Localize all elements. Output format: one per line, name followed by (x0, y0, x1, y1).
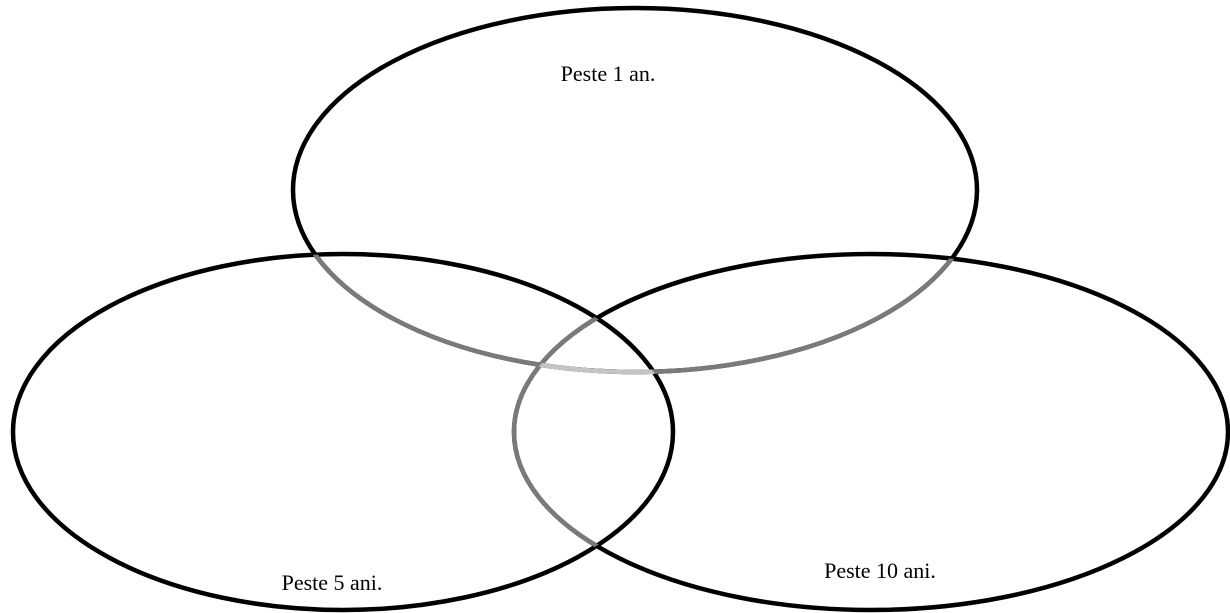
overlap-segments (290, 254, 980, 610)
circle-set-5-years (10, 251, 676, 613)
label-set-10-years: Peste 10 ani. (824, 558, 936, 583)
label-set-1-year: Peste 1 an. (561, 61, 656, 86)
circle-set-10-years (511, 251, 1230, 613)
label-set-5-years: Peste 5 ani. (282, 570, 383, 595)
